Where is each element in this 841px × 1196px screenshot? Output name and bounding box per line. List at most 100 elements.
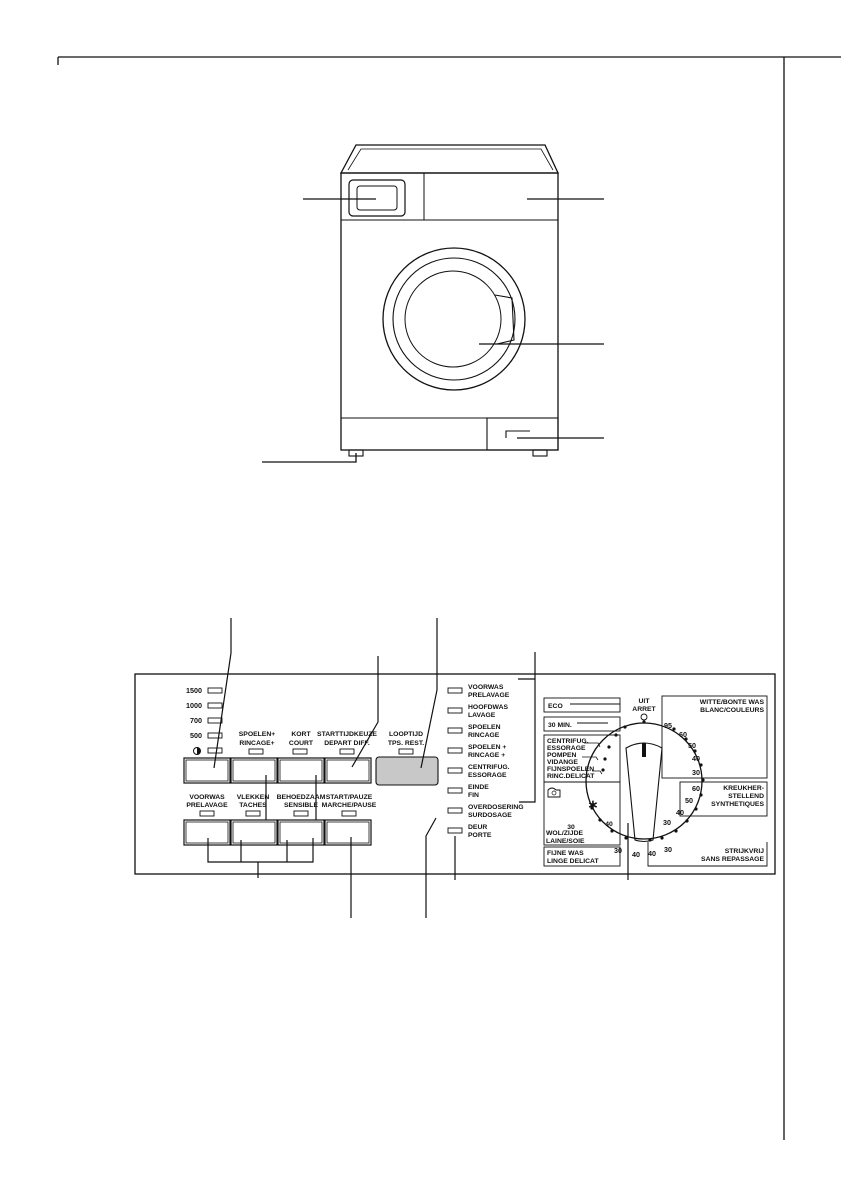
phase-led — [447, 747, 463, 754]
phase-label: SPOELEN + — [468, 744, 506, 751]
dial-position-dots — [590, 720, 705, 842]
gentle-button[interactable] — [277, 819, 325, 846]
phase-label: DEUR — [468, 824, 487, 831]
rinse-plus-button-face — [232, 759, 276, 782]
phase-label-fr: SURDOSAGE — [468, 812, 512, 819]
off-label: UIT — [639, 698, 651, 705]
cotton-label: WITTE/BONTE WAS — [700, 699, 765, 706]
delay-start-button[interactable] — [324, 757, 372, 784]
stains-label-fr: TACHES — [239, 802, 267, 809]
eco-box — [543, 697, 621, 713]
cotton-temp: 60 — [679, 730, 687, 739]
delay-start-label: STARTTIJDKEUZE — [317, 731, 377, 738]
callout-phase-bracket — [519, 652, 536, 803]
prewash-button[interactable] — [183, 819, 231, 846]
phase-label: SPOELEN — [468, 724, 501, 731]
delicate-box — [543, 846, 621, 867]
phase-led — [447, 767, 463, 774]
start-pause-button[interactable] — [324, 819, 372, 846]
time-display — [375, 756, 439, 786]
gentle-button-face — [279, 821, 323, 844]
door-handle — [494, 294, 515, 345]
speed-led — [207, 732, 223, 739]
phase-label: HOOFDWAS — [468, 704, 508, 711]
short-led — [292, 748, 308, 755]
special-programmes-box — [543, 734, 621, 846]
min30-label: 30 MIN. — [548, 722, 572, 729]
stains-button-face — [232, 821, 276, 844]
panel-callouts — [207, 618, 629, 918]
short-label: KORT — [291, 731, 311, 738]
phase-label-fr: FIN — [468, 792, 479, 799]
phase-label-fr: PORTE — [468, 832, 492, 839]
callout-overdose — [425, 817, 437, 918]
dial-knob-grip — [625, 742, 663, 843]
prewash-led — [199, 810, 215, 817]
stains-button[interactable] — [230, 819, 278, 846]
off-label-fr: ARRET — [632, 706, 656, 713]
phase-led — [447, 687, 463, 694]
programme-dial[interactable] — [585, 722, 703, 840]
off-indicator — [640, 713, 648, 721]
synthetic-temp-low: 40 — [648, 849, 656, 858]
delay-start-led — [339, 748, 355, 755]
cotton-label-fr: BLANC/COULEURS — [700, 707, 764, 714]
wool-icon — [547, 787, 561, 798]
stains-label: VLEKKEN — [237, 794, 270, 801]
rinse-plus-button[interactable] — [230, 757, 278, 784]
spin-group-label: FIJNSPOELEN — [547, 766, 594, 773]
cotton-temp: 30 — [692, 768, 700, 777]
speed-led — [207, 687, 223, 694]
short-button[interactable] — [277, 757, 325, 784]
machine-top-inner — [347, 148, 554, 171]
spin-speed-button[interactable] — [183, 757, 231, 784]
spin-group-label: ESSORAGE — [547, 745, 586, 752]
spin-group-label: RINC.DELICAT — [547, 773, 595, 780]
spin-group-label: POMPEN — [547, 752, 577, 759]
time-left-label-fr: TPS. REST. — [388, 740, 424, 747]
phase-label-fr: LAVAGE — [468, 712, 496, 719]
detergent-drawer — [348, 179, 406, 217]
delicate-label-fr: LINGE DELICAT — [547, 858, 599, 865]
synthetic-box — [679, 781, 768, 817]
phase-label-fr: RINCAGE + — [468, 752, 505, 759]
spin-speed-button-face — [185, 759, 229, 782]
time-left-led — [398, 748, 414, 755]
min30-box — [543, 716, 621, 732]
phase-label: OVERDOSERING — [468, 804, 524, 811]
cold-wash-icon: ∗ — [588, 797, 599, 812]
spin-speed-selector: 1500 1000 700 500 — [186, 686, 223, 755]
noiron-label: STRIJKVRIJ — [725, 848, 765, 855]
callout-display — [420, 618, 438, 769]
synthetic-temp-low: 30 — [664, 845, 672, 854]
wool-label-fr: LAINE/SOIE — [546, 838, 585, 845]
washing-machine — [339, 144, 560, 457]
delay-start-button-face — [326, 759, 370, 782]
start-pause-led — [341, 810, 357, 817]
delicate-label: FIJNE WAS — [547, 850, 584, 857]
gentle-label: BEHOEDZAAM — [277, 794, 326, 801]
noiron-temp: 30 — [663, 818, 671, 827]
machine-body — [340, 172, 559, 451]
synthetic-temp: 40 — [676, 808, 684, 817]
speed-label: 500 — [190, 731, 202, 740]
wool-label: WOL/ZIJDE — [546, 830, 583, 837]
prewash-label: VOORWAS — [189, 794, 225, 801]
lower-button-row — [183, 819, 372, 846]
noiron-box — [647, 842, 768, 867]
phase-label: CENTRIFUG. — [468, 764, 510, 771]
delay-start-label-fr: DEPART DIFF. — [324, 740, 370, 747]
callout-feet — [262, 453, 357, 463]
upper-button-row — [183, 757, 372, 784]
door-glass — [404, 270, 502, 368]
callout-spin — [213, 652, 232, 769]
synthetic-label: KREUKHER- — [723, 785, 764, 792]
spin-pointer — [584, 742, 601, 748]
phase-led — [447, 707, 463, 714]
synthetic-label-2: STELLEND — [728, 793, 764, 800]
phase-label-fr: PRELAVAGE — [468, 692, 510, 699]
synthetic-temp: 50 — [685, 796, 693, 805]
time-left-label: LOOPTIJD — [389, 731, 423, 738]
start-pause-label-fr: MARCHE/PAUSE — [322, 802, 377, 809]
